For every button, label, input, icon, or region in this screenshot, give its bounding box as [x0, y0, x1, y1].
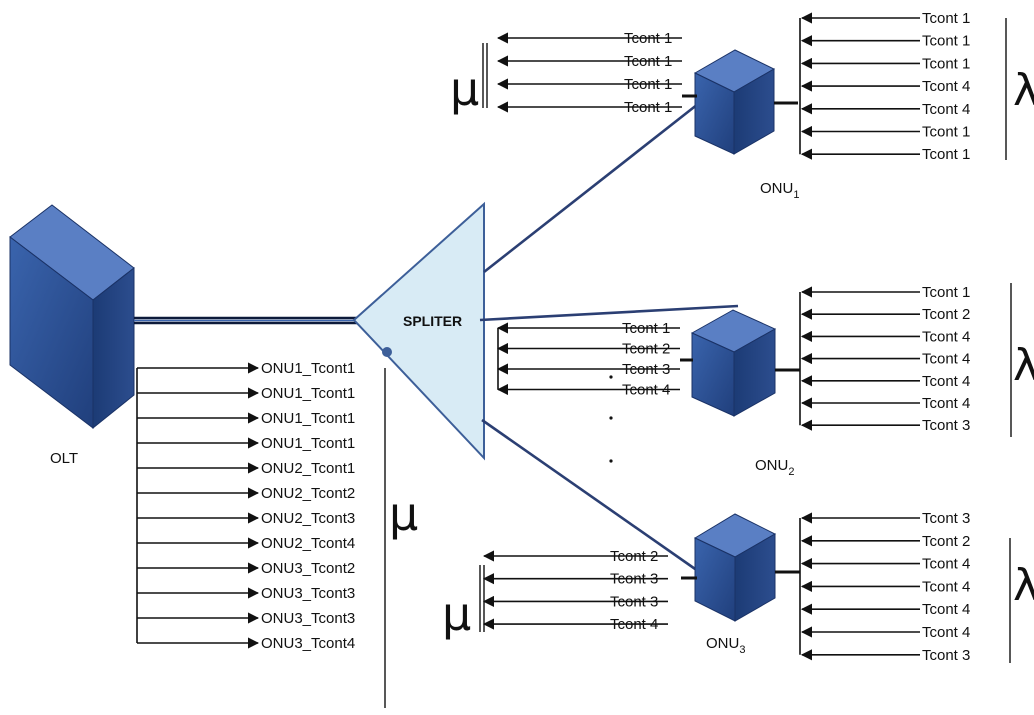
onu1-device — [693, 49, 776, 155]
upstream-label: Tcont 1 — [624, 53, 672, 70]
downstream-label: Tcont 4 — [922, 578, 970, 595]
upstream-label: Tcont 1 — [624, 76, 672, 93]
upstream-label: Tcont 1 — [622, 320, 670, 337]
splitter-port — [382, 347, 392, 357]
downstream-label: Tcont 3 — [922, 510, 970, 527]
downstream-label: Tcont 1 — [922, 124, 970, 141]
splitter-label: SPLITER — [403, 313, 462, 329]
downstream-label: Tcont 4 — [922, 373, 970, 390]
downstream-label: Tcont 2 — [922, 306, 970, 323]
olt-flow-label: ONU3_Tcont2 — [261, 560, 355, 577]
downstream-label: Tcont 3 — [922, 417, 970, 434]
onu2-upstream-flows: Tcont 1 Tcont 2 Tcont 3 Tcont 4 — [496, 320, 680, 399]
onu-stubs — [680, 94, 800, 580]
olt-flow-list: ONU1_Tcont1ONU1_Tcont1ONU1_Tcont1ONU1_Tc… — [136, 360, 355, 652]
fiber-link-onu2 — [479, 304, 739, 322]
upstream-label: Tcont 3 — [610, 571, 658, 588]
onu1-downstream-flows: Tcont 1 Tcont 1 Tcont 1 Tcont 4 Tcont 4 Tcont… — [799, 10, 970, 163]
upstream-label: Tcont 1 — [624, 30, 672, 47]
symbol-bars — [384, 18, 1012, 708]
olt-label: OLT — [50, 450, 78, 467]
downstream-label: Tcont 4 — [922, 556, 970, 573]
onu1-label: ONU1 — [760, 180, 799, 201]
olt-flow-label: ONU2_Tcont1 — [261, 460, 355, 477]
downstream-label: Tcont 3 — [922, 647, 970, 664]
olt-flow-label: ONU3_Tcont4 — [261, 635, 355, 652]
olt-flow-label: ONU1_Tcont1 — [261, 360, 355, 377]
olt-flow-label: ONU3_Tcont3 — [261, 610, 355, 627]
upstream-label: Tcont 3 — [610, 593, 658, 610]
olt-flow-label: ONU1_Tcont1 — [261, 435, 355, 452]
onu3-upstream-mu: μ — [442, 587, 471, 641]
olt-flow-label: ONU2_Tcont3 — [261, 510, 355, 527]
onu2-device — [690, 309, 777, 417]
downstream-label: Tcont 1 — [922, 55, 970, 72]
downstream-label: Tcont 1 — [922, 33, 970, 50]
downstream-label: Tcont 1 — [922, 146, 970, 163]
olt-flow-label: ONU1_Tcont1 — [261, 385, 355, 402]
onu3-label: ONU3 — [706, 635, 745, 656]
downstream-label: Tcont 2 — [922, 533, 970, 550]
olt-mu: μ — [389, 487, 418, 541]
fiber-link-onu3 — [481, 418, 699, 573]
downstream-label: Tcont 4 — [922, 101, 970, 118]
downstream-label: Tcont 4 — [922, 78, 970, 95]
upstream-label: Tcont 4 — [610, 616, 658, 633]
fiber-link-onu1 — [483, 102, 699, 274]
onu1-upstream-mu: μ — [450, 62, 479, 116]
onu1-upstream-flows: Tcont 1 Tcont 1 Tcont 1 Tcont 1 — [496, 30, 682, 116]
olt-flow-label: ONU1_Tcont1 — [261, 410, 355, 427]
olt-flow-label: ONU2_Tcont2 — [261, 485, 355, 502]
upstream-label: Tcont 2 — [622, 341, 670, 358]
ellipsis-dots — [609, 375, 613, 463]
fiber-links — [479, 102, 739, 573]
trunk-fiber — [134, 316, 358, 325]
downstream-label: Tcont 1 — [922, 10, 970, 27]
onu2-downstream-lambda: λ — [1013, 340, 1034, 391]
onu3-downstream-lambda: λ — [1013, 560, 1034, 611]
downstream-label: Tcont 4 — [922, 601, 970, 618]
onu3-upstream-flows: Tcont 2 Tcont 3 Tcont 3 Tcont 4 — [482, 548, 668, 633]
onu3-downstream-flows: Tcont 3 Tcont 2 Tcont 4 Tcont 4 Tcont 4 Tcont… — [799, 510, 970, 664]
upstream-label: Tcont 2 — [610, 548, 658, 565]
upstream-label: Tcont 4 — [622, 382, 670, 399]
downstream-label: Tcont 4 — [922, 395, 970, 412]
onu2-label: ONU2 — [755, 457, 794, 478]
downstream-label: Tcont 4 — [922, 328, 970, 345]
olt-flow-label: ONU3_Tcont3 — [261, 585, 355, 602]
downstream-label: Tcont 4 — [922, 351, 970, 368]
upstream-label: Tcont 1 — [624, 99, 672, 116]
splitter — [352, 201, 485, 461]
upstream-label: Tcont 3 — [622, 361, 670, 378]
onu1-downstream-lambda: λ — [1013, 65, 1034, 116]
downstream-label: Tcont 4 — [922, 624, 970, 641]
olt-device — [9, 204, 135, 430]
downstream-label: Tcont 1 — [922, 284, 970, 301]
onu3-device — [693, 513, 777, 622]
olt-flow-label: ONU2_Tcont4 — [261, 535, 355, 552]
onu2-downstream-flows: Tcont 1 Tcont 2 Tcont 4 Tcont 4 Tcont 4 Tcont… — [799, 284, 970, 434]
